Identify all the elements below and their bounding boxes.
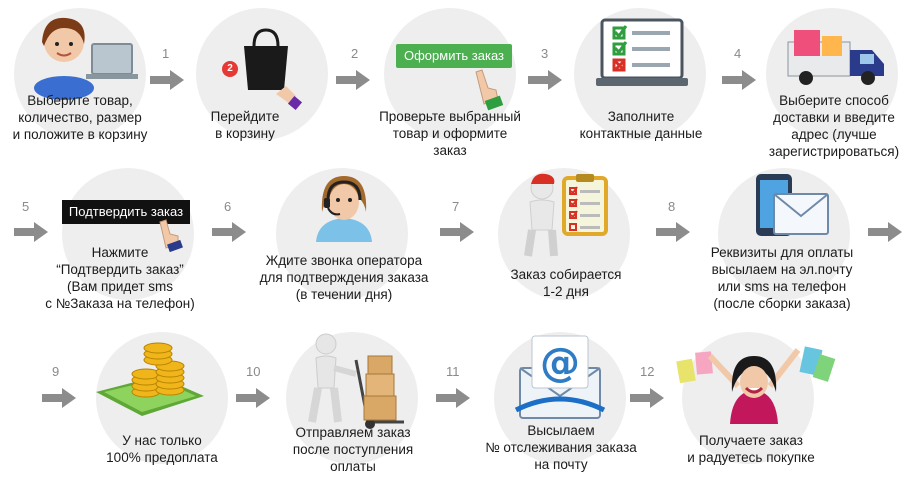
arrow-6 <box>212 222 246 242</box>
arrow-label-12: 12 <box>640 364 655 379</box>
step-1-caption: Выберите товар, количество, размер и пол… <box>12 93 148 142</box>
arrow-7 <box>440 222 474 242</box>
arrow-3 <box>528 70 562 90</box>
step-10-caption: У нас только 100% предоплата <box>106 433 218 465</box>
step-11-caption: Отправляем заказ после поступления оплат… <box>292 425 414 474</box>
arrow-label-5: 5 <box>22 199 30 214</box>
arrow-12 <box>630 388 664 408</box>
arrow-label-9: 9 <box>52 364 60 379</box>
phone-envelope-icon <box>756 174 829 236</box>
arrow-1 <box>150 70 184 90</box>
arrow-8 <box>656 222 690 242</box>
step-12-caption: Высылаем № отслеживания заказа на почту <box>485 423 637 472</box>
arrow-label-8: 8 <box>668 199 676 214</box>
arrow-label-3: 3 <box>541 46 549 61</box>
cart-count-badge: 2 <box>222 61 238 77</box>
boxes-cart-icon <box>308 333 404 429</box>
arrow-9 <box>42 388 76 408</box>
step-2-caption: Перейдите в корзину <box>210 109 280 141</box>
delivery-truck-icon <box>787 30 884 85</box>
step-3-caption: Проверьте выбранный товар и оформите зак… <box>379 109 521 158</box>
shopping-bag-icon <box>244 28 303 111</box>
checkout-button[interactable]: Оформить заказ <box>396 44 512 68</box>
step-13-caption: Получаете заказ и радуетесь покупке <box>687 433 815 465</box>
clipboard-figure-icon <box>524 173 608 257</box>
coins-icon <box>96 342 204 416</box>
happy-woman-icon <box>676 346 836 424</box>
confirm-order-button[interactable]: Подтвердить заказ <box>62 200 190 224</box>
arrow-continue-row-2 <box>868 222 902 242</box>
svg-text:@: @ <box>540 340 580 386</box>
arrow-4 <box>722 70 756 90</box>
arrow-label-11: 11 <box>446 364 460 379</box>
step-7-caption: Ждите звонка оператора для подтверждения… <box>259 253 429 302</box>
step-6-caption: Нажмите “Подтвердить заказ” (Вам придет … <box>45 245 195 311</box>
arrow-2 <box>336 70 370 90</box>
step-4-caption: Заполните контактные данные <box>579 109 703 141</box>
arrow-5 <box>14 222 48 242</box>
arrow-11 <box>436 388 470 408</box>
arrow-label-1: 1 <box>162 46 170 61</box>
operator-headset-icon <box>316 176 372 242</box>
arrow-label-2: 2 <box>351 46 359 61</box>
arrow-label-10: 10 <box>246 364 261 379</box>
checklist-laptop-icon <box>596 18 688 86</box>
email-at-icon: @ <box>514 335 606 419</box>
woman-laptop-icon <box>34 17 138 100</box>
pointing-hand-icon-2 <box>159 219 183 253</box>
pointing-hand-icon <box>475 69 504 111</box>
arrow-label-7: 7 <box>452 199 460 214</box>
step-9-caption: Реквизиты для оплаты высылаем на эл.почт… <box>710 245 854 311</box>
step-3-circle <box>384 8 516 140</box>
arrow-10 <box>236 388 270 408</box>
arrow-label-6: 6 <box>224 199 232 214</box>
step-8-caption: Заказ собирается 1-2 дня <box>510 267 622 299</box>
arrow-label-4: 4 <box>734 46 742 61</box>
step-5-caption: Выберите способ доставки и введите адрес… <box>768 93 900 159</box>
